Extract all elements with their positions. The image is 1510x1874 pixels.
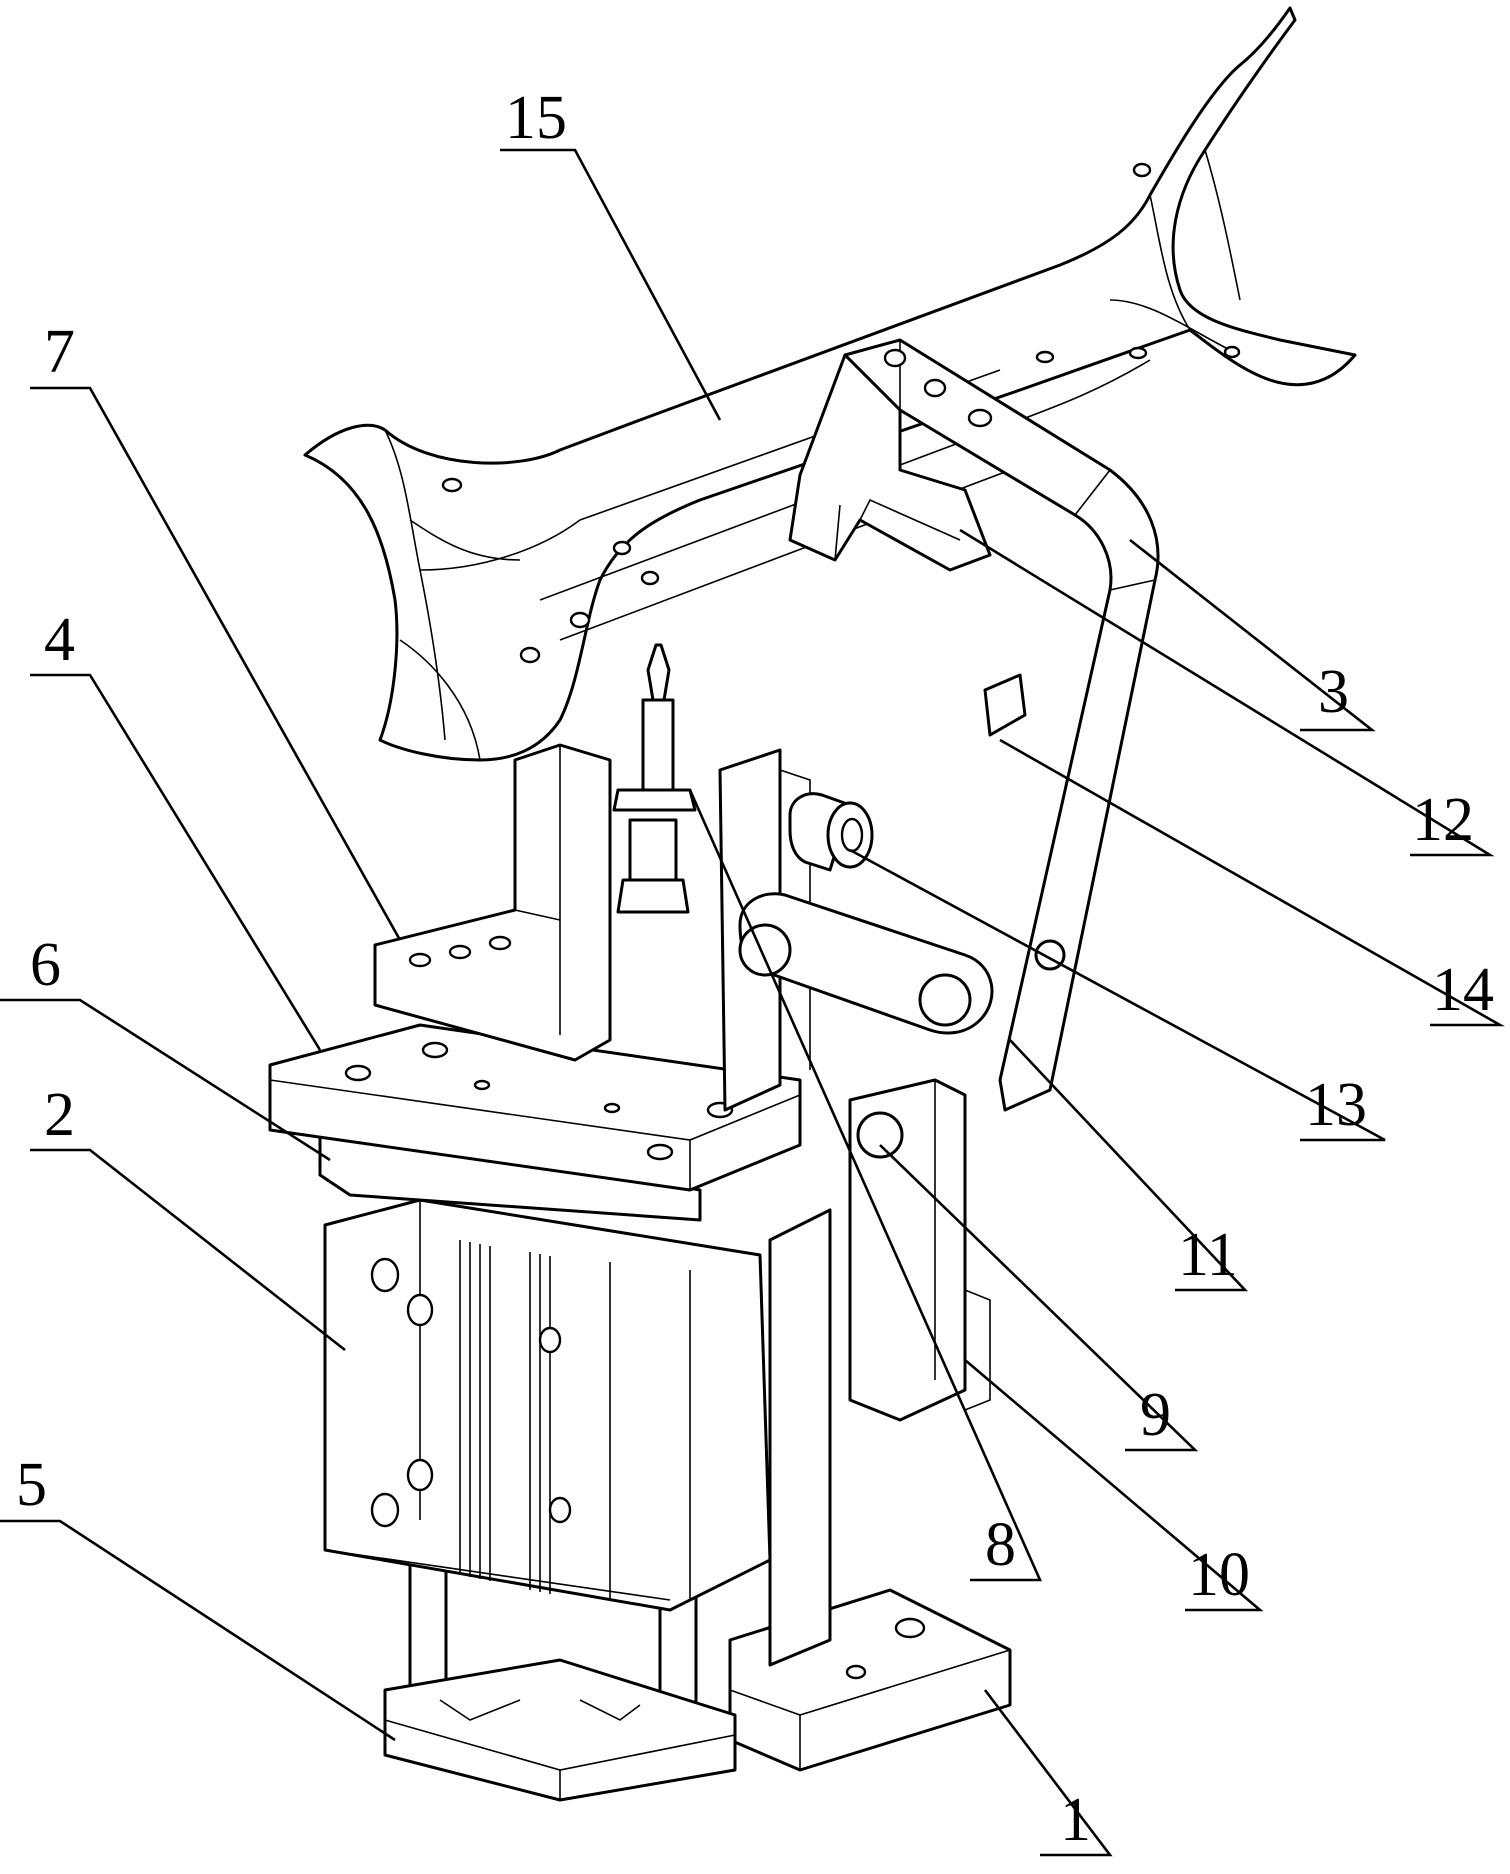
locating-pin	[614, 645, 695, 912]
label-3: 3	[1318, 658, 1349, 726]
label-10: 10	[1188, 1541, 1250, 1609]
workpiece-beam	[305, 8, 1355, 760]
label-8: 8	[985, 1511, 1016, 1579]
roller-bushing	[790, 794, 872, 870]
label-4: 4	[44, 606, 75, 674]
label-13: 13	[1305, 1071, 1367, 1139]
label-9: 9	[1140, 1381, 1171, 1449]
label-14: 14	[1432, 956, 1494, 1024]
pin-bracket	[375, 745, 610, 1060]
upright-plate	[770, 1210, 830, 1665]
stop-block	[985, 675, 1025, 735]
label-1: 1	[1060, 1786, 1091, 1854]
label-7: 7	[44, 318, 75, 386]
label-12: 12	[1412, 786, 1474, 854]
label-6: 6	[30, 931, 61, 999]
label-15: 15	[505, 84, 567, 152]
cylinder-body	[325, 1200, 770, 1610]
label-5: 5	[16, 1451, 47, 1519]
label-2: 2	[44, 1081, 75, 1149]
label-11: 11	[1178, 1221, 1238, 1289]
